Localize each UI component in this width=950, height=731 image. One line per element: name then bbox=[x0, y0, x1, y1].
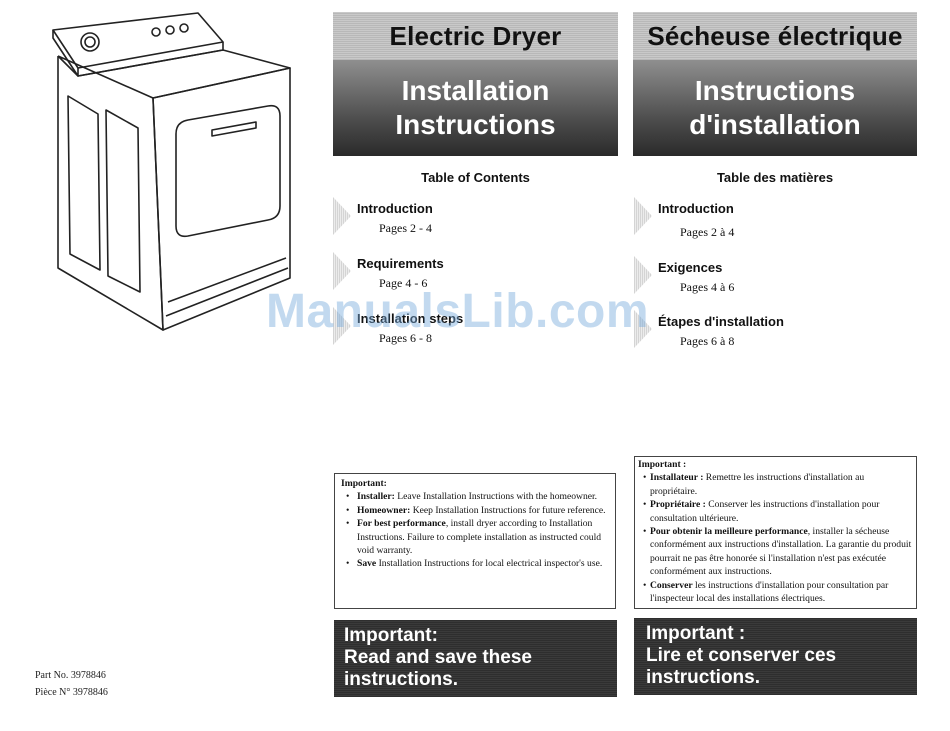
important-item: Conserver les instructions d'installatio… bbox=[638, 579, 912, 606]
toc-pages: Page 4 - 6 bbox=[379, 276, 428, 290]
important-item: Installer: Leave Installation Instructio… bbox=[341, 490, 611, 504]
toc-heading: Introduction bbox=[357, 201, 433, 216]
subtitle-banner-en: Installation Instructions bbox=[333, 60, 618, 156]
callout-line: Read and save these bbox=[344, 647, 532, 668]
toc-heading: Installation steps bbox=[357, 311, 464, 326]
toc-title-fr: Table des matières bbox=[716, 170, 834, 185]
subtitle-banner-fr: Instructions d'installation bbox=[633, 60, 917, 156]
callout-line: Important: bbox=[344, 625, 438, 646]
subtitle-line2-en: Instructions bbox=[395, 109, 556, 140]
important-item: Homeowner: Keep Installation Instruction… bbox=[341, 504, 611, 518]
subtitle-line1-en: Installation bbox=[401, 75, 550, 106]
toc-pages: Pages 2 - 4 bbox=[379, 221, 432, 235]
toc-heading: Étapes d'installation bbox=[658, 314, 784, 329]
callout-line: instructions. bbox=[344, 669, 459, 690]
toc-arrow-icon bbox=[634, 197, 652, 235]
important-item: Save Installation Instructions for local… bbox=[341, 557, 611, 571]
callout-line: Important : bbox=[646, 623, 746, 644]
title-banner-en: Electric Dryer bbox=[333, 12, 618, 60]
toc-pages: Pages 2 à 4 bbox=[680, 225, 735, 239]
important-callout-fr: Important : Lire et conserver ces instru… bbox=[634, 618, 917, 695]
important-heading: Important: bbox=[341, 478, 387, 489]
toc-heading: Requirements bbox=[357, 256, 444, 271]
toc-heading: Introduction bbox=[658, 201, 734, 216]
toc-heading: Exigences bbox=[658, 260, 723, 275]
callout-line: instructions. bbox=[646, 667, 761, 688]
important-callout-en: Important: Read and save these instructi… bbox=[334, 620, 617, 697]
toc-pages: Pages 4 à 6 bbox=[680, 280, 735, 294]
toc-title-en: Table of Contents bbox=[421, 170, 530, 185]
toc-pages: Pages 6 - 8 bbox=[379, 331, 432, 345]
important-item: Propriétaire : Conserver les instruction… bbox=[638, 498, 912, 525]
important-box-fr: Important : Installateur : Remettre les … bbox=[634, 456, 917, 609]
subtitle-line1-fr: Instructions bbox=[694, 75, 856, 106]
important-item: Pour obtenir la meilleure performance, i… bbox=[638, 525, 912, 579]
subtitle-line2-fr: d'installation bbox=[689, 109, 861, 140]
important-item: For best performance, install dryer acco… bbox=[341, 517, 611, 557]
part-number-en: Part No. 3978846 bbox=[35, 670, 106, 681]
important-heading: Important : bbox=[638, 459, 687, 470]
callout-line: Lire et conserver ces bbox=[646, 645, 837, 666]
watermark-text: ManualsLib.com bbox=[266, 285, 650, 338]
toc-pages: Pages 6 à 8 bbox=[680, 334, 735, 348]
title-banner-fr: Sécheuse électrique bbox=[633, 12, 917, 60]
toc-arrow-icon bbox=[333, 197, 351, 235]
important-box-en: Important: Installer: Leave Installation… bbox=[334, 473, 616, 609]
dryer-illustration bbox=[52, 12, 291, 331]
important-item: Installateur : Remettre les instructions… bbox=[638, 471, 912, 498]
part-number-fr: Pièce N° 3978846 bbox=[35, 687, 108, 698]
